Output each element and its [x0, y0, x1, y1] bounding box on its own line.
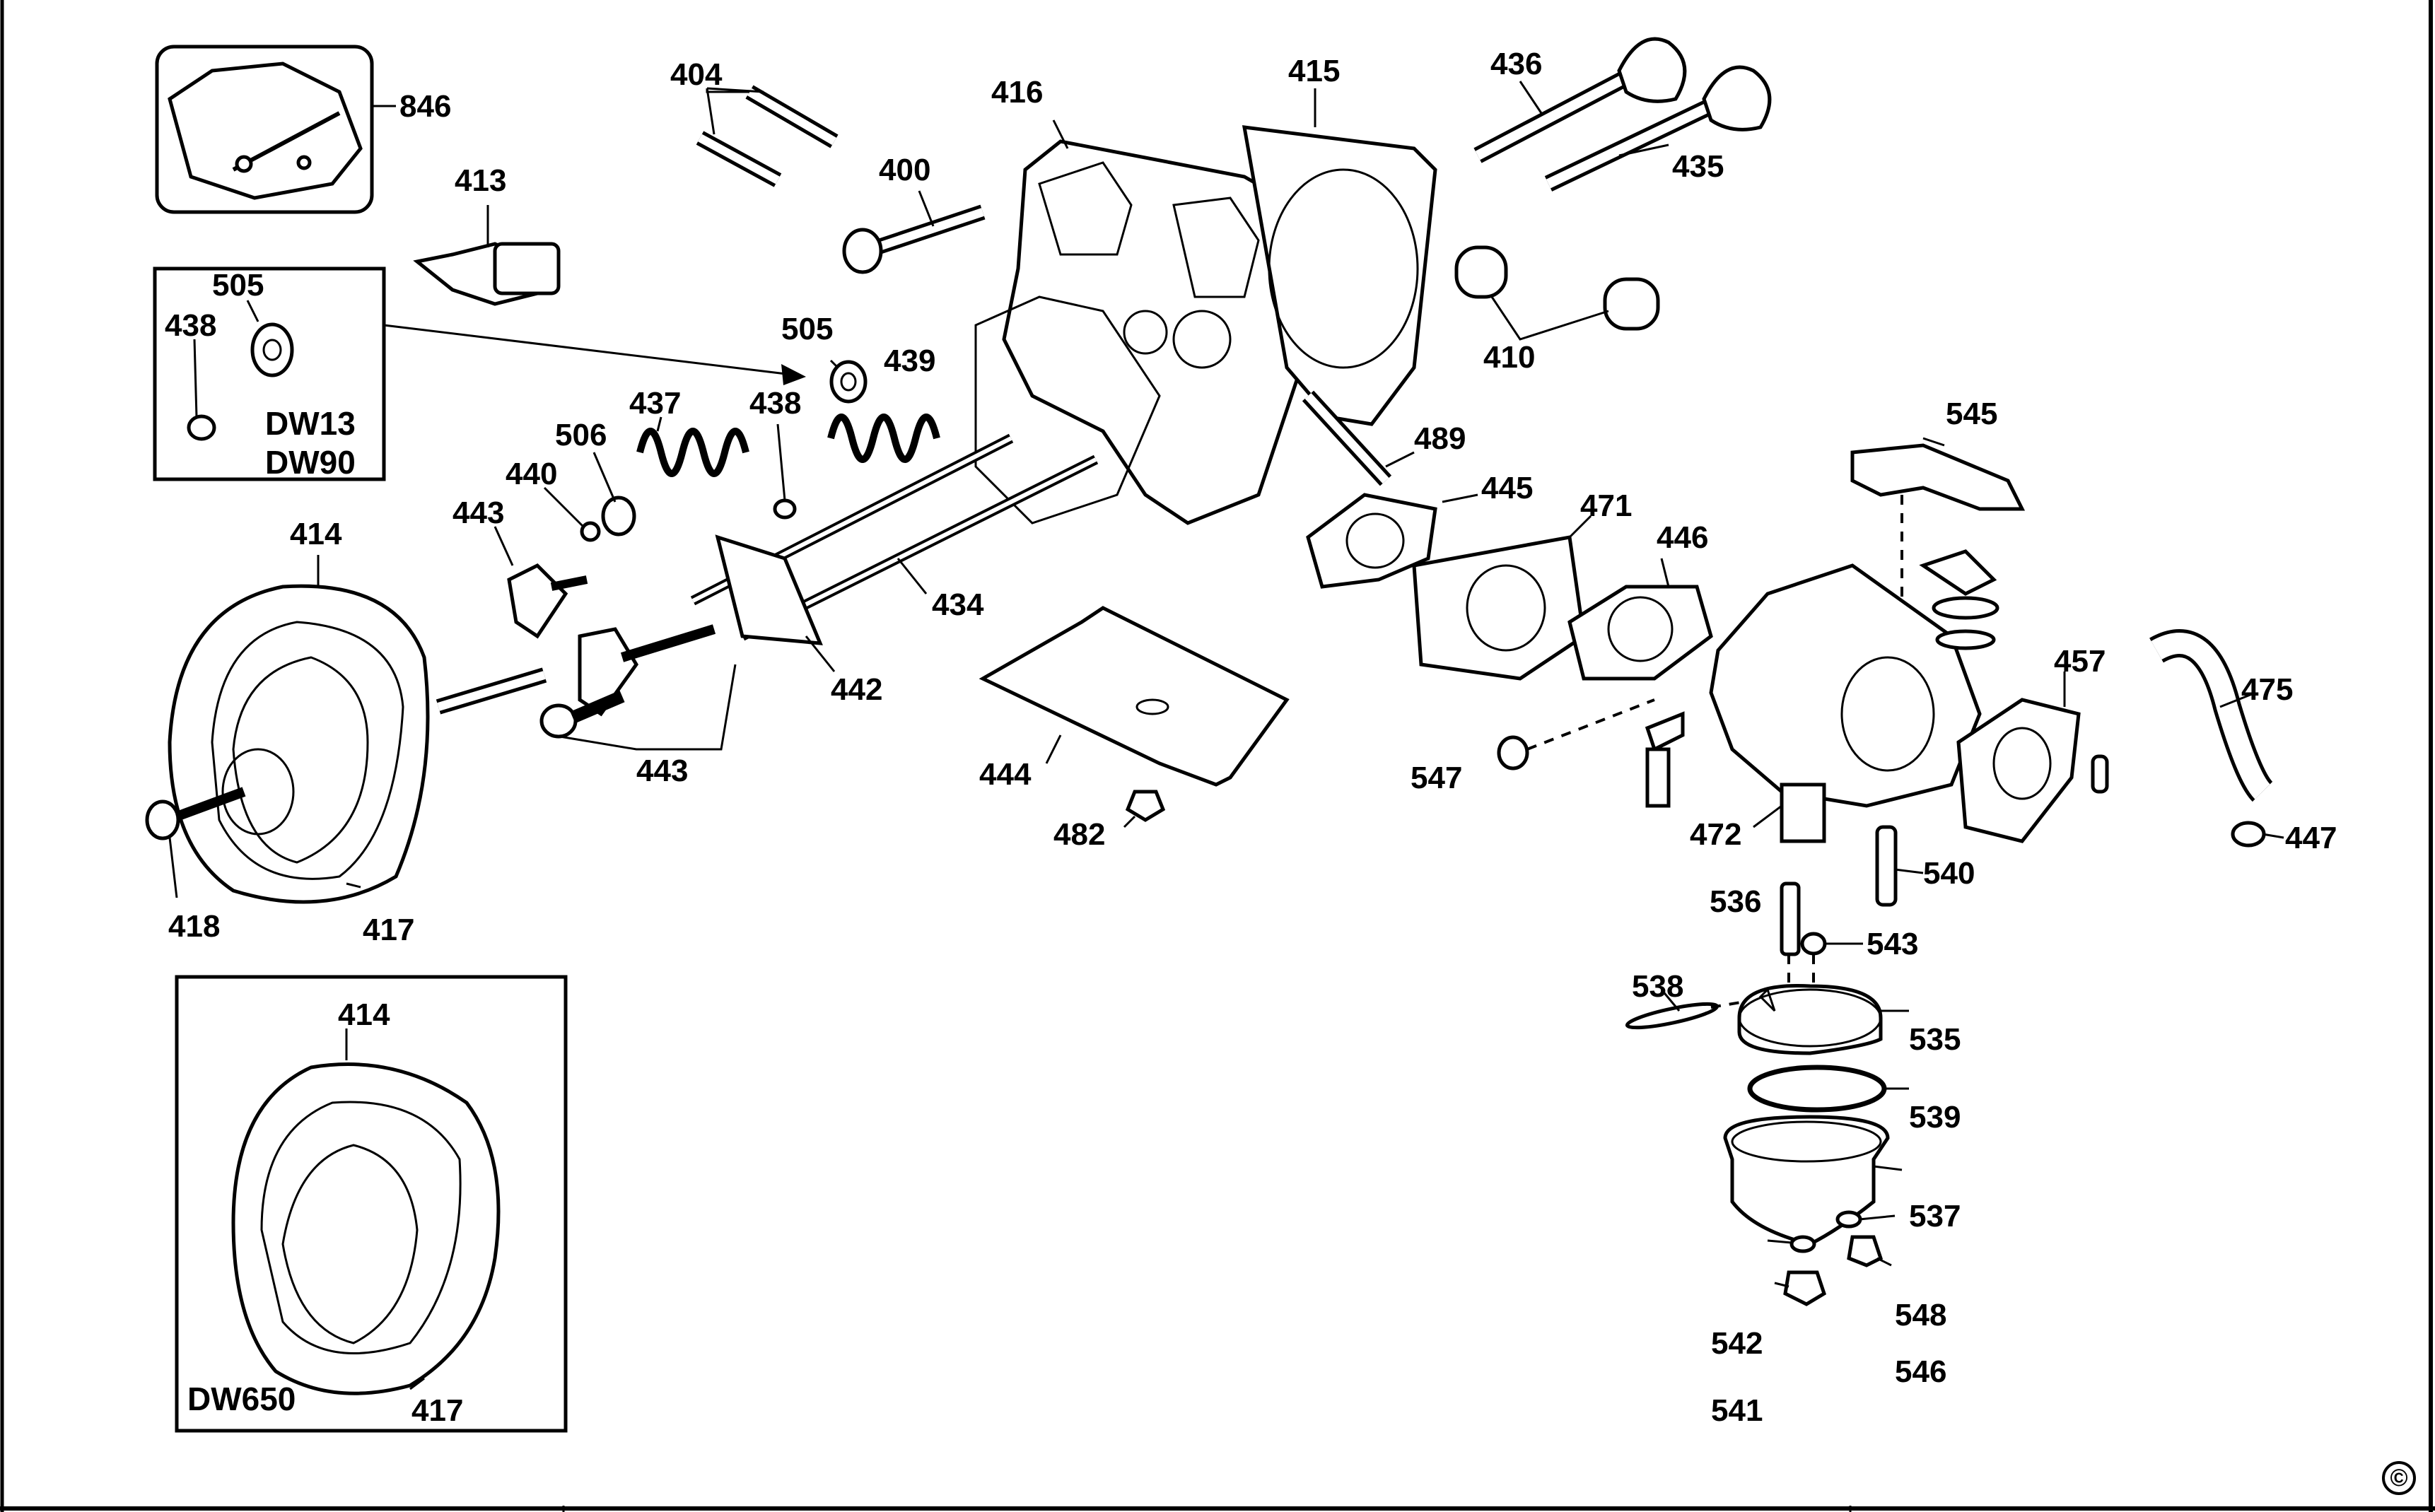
part-416-cylinder-head [1002, 119, 1303, 525]
part-443-rocker-arms [494, 526, 737, 751]
part-482-screw [1123, 790, 1166, 828]
callout-415: 415 [1288, 54, 1340, 88]
callout-505-inset: 505 [212, 268, 264, 303]
callout-846: 846 [399, 89, 451, 124]
part-489-stud [1302, 390, 1415, 486]
part-440-keeper [543, 486, 601, 542]
callout-548: 548 [1895, 1298, 1946, 1332]
callout-400: 400 [879, 153, 930, 187]
part-446-gasket [1567, 558, 1713, 681]
part-435-exhaust-valve [1544, 65, 1772, 192]
callout-546: 546 [1895, 1354, 1946, 1389]
part-538-pin [1625, 989, 1754, 1030]
callout-444: 444 [979, 757, 1032, 792]
part-505-retainer [829, 359, 868, 404]
part-542-washer [1767, 1235, 1816, 1253]
callout-413: 413 [455, 163, 506, 198]
callout-542: 542 [1711, 1326, 1763, 1361]
callout-437: 437 [629, 386, 681, 421]
part-846-toolkit [155, 45, 396, 214]
callout-404: 404 [670, 57, 723, 92]
callout-537: 537 [1909, 1199, 1961, 1233]
callout-434: 434 [932, 587, 984, 622]
part-541-drain-bolt [1774, 1270, 1827, 1306]
callout-443-upper: 443 [452, 496, 504, 530]
part-539-o-ring [1747, 1065, 1909, 1113]
callout-435: 435 [1672, 149, 1724, 184]
callout-436: 436 [1490, 47, 1542, 81]
model-label-dw13: DW13 [265, 405, 356, 442]
callout-489: 489 [1414, 421, 1466, 456]
part-442-guide-plate [715, 534, 836, 672]
callout-438: 438 [749, 386, 801, 421]
part-537-float-bowl [1723, 1115, 1903, 1246]
part-417-gasket-lead [346, 882, 361, 889]
callout-439: 439 [884, 344, 935, 378]
callout-541: 541 [1711, 1393, 1763, 1428]
inset-dw650 [175, 975, 568, 1433]
callout-538: 538 [1632, 969, 1683, 1004]
inset-dw13-dw90 [153, 266, 806, 481]
part-535-float [1737, 984, 1909, 1055]
callout-414-inset: 414 [338, 997, 390, 1032]
part-506-retainer [592, 452, 636, 537]
part-439-frame [974, 295, 1161, 524]
callout-438-inset: 438 [165, 308, 216, 343]
callout-535: 535 [1909, 1022, 1961, 1057]
part-436-intake-valve [1473, 37, 1687, 163]
callout-410: 410 [1483, 340, 1535, 375]
part-414-rocker-cover [168, 555, 547, 904]
callout-482: 482 [1053, 817, 1105, 852]
callout-417: 417 [363, 913, 414, 947]
callout-471: 471 [1580, 488, 1632, 523]
part-475-fuel-hose [2149, 629, 2274, 802]
callout-505: 505 [781, 312, 833, 346]
callout-416: 416 [991, 75, 1043, 110]
callout-labels: 846 404 416 415 436 435 413 400 410 505 … [165, 47, 2337, 1428]
callout-536: 536 [1710, 884, 1761, 919]
part-547-screw [1497, 698, 1685, 808]
callout-540: 540 [1923, 856, 1975, 891]
callout-547: 547 [1411, 761, 1462, 795]
part-404-studs [696, 85, 839, 187]
callout-457: 457 [2054, 644, 2106, 679]
part-540-main-jet [1875, 825, 1924, 907]
callout-506: 506 [555, 418, 607, 452]
part-400-bolt [842, 190, 986, 274]
part-410-valve-guides [1454, 245, 1660, 341]
callout-539: 539 [1909, 1100, 1961, 1135]
part-548-washer [1835, 1210, 1896, 1229]
callout-472: 472 [1690, 817, 1741, 852]
callout-440: 440 [506, 457, 557, 491]
part-546-drain-screw [1847, 1235, 1892, 1267]
callout-418: 418 [168, 909, 220, 944]
copyright-symbol: © [2390, 1465, 2407, 1492]
callout-442: 442 [831, 672, 882, 707]
part-457-gasket [1956, 672, 2109, 843]
callout-414: 414 [290, 517, 342, 551]
callout-443-lower: 443 [636, 754, 688, 788]
part-447-hose-clamp [2231, 821, 2284, 848]
model-label-dw650: DW650 [187, 1381, 296, 1417]
model-label-dw90: DW90 [265, 444, 356, 481]
callout-446: 446 [1657, 520, 1708, 555]
callout-417-inset: 417 [411, 1393, 463, 1428]
part-415-head-gasket [1242, 88, 1437, 426]
part-438-collet [773, 423, 797, 520]
callout-447: 447 [2285, 821, 2337, 855]
part-445-gasket [1306, 493, 1478, 589]
part-413-spark-plug [413, 205, 561, 306]
part-472-carburetor [1709, 549, 1999, 843]
callout-475: 475 [2241, 672, 2293, 707]
callout-543: 543 [1867, 927, 1918, 961]
callout-445: 445 [1481, 471, 1533, 505]
callout-545: 545 [1946, 397, 1997, 431]
part-437-valve-springs [636, 414, 940, 477]
copyright-mark: © [2382, 1461, 2416, 1495]
part-418-bolt [145, 787, 246, 898]
part-471-insulator [1412, 515, 1592, 681]
part-444-shroud [979, 606, 1290, 787]
